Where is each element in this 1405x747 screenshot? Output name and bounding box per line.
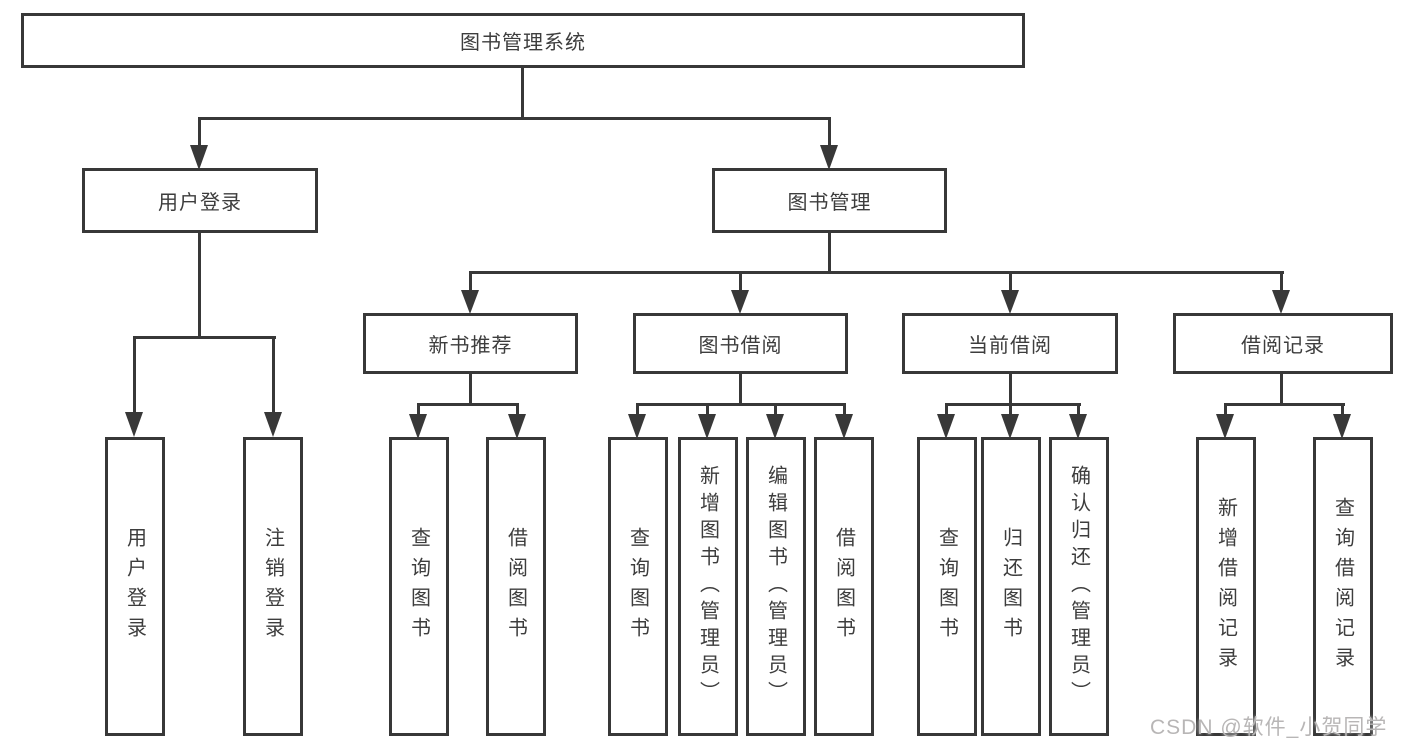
arrow-down-icon (937, 414, 955, 439)
arrow-down-icon (1216, 414, 1234, 439)
arrow-down-icon (820, 145, 838, 170)
node-user-login: 用户登录 (82, 168, 318, 233)
arrow-down-icon (1069, 414, 1087, 439)
node-new-book-recommend: 新书推荐 (363, 313, 578, 374)
arrow-down-icon (1272, 290, 1290, 314)
connector-stem-book-mgmt (828, 117, 831, 150)
connector-borrowrecord-down (1280, 373, 1283, 406)
arrow-down-icon (731, 290, 749, 314)
connector-level2-horizontal (198, 117, 831, 120)
arrow-down-icon (508, 414, 526, 439)
leaf-label: 注销登录 (261, 526, 284, 647)
connector-stem-leaf (636, 403, 639, 416)
node-label: 图书管理系统 (460, 32, 586, 54)
node-book-borrow: 图书借阅 (633, 313, 848, 374)
connector-stem-leaf (133, 336, 136, 414)
connector-stem-bookborrow (739, 271, 742, 293)
leaf-label: 新增借阅记录 (1214, 496, 1237, 677)
connector-stem-user-login (198, 117, 201, 150)
leaf-query-books-current: 查询图书 (917, 437, 977, 736)
leaf-query-books-recommend: 查询图书 (389, 437, 449, 736)
leaf-label: 查询图书 (407, 526, 430, 647)
connector-userlogin-down (198, 233, 201, 339)
leaf-label: 归还图书 (999, 526, 1022, 647)
arrow-down-icon (125, 412, 143, 437)
connector-stem-leaf (706, 403, 709, 416)
arrow-down-icon (1001, 290, 1019, 314)
node-label: 图书管理 (787, 192, 872, 214)
arrow-down-icon (264, 412, 282, 437)
connector-stem-leaf (1224, 403, 1227, 416)
node-label: 借阅记录 (1241, 335, 1325, 357)
leaf-logout: 注销登录 (243, 437, 303, 736)
leaf-label: 借阅图书 (504, 526, 527, 647)
connector-stem-currentborrow (1009, 271, 1012, 293)
leaf-label: 查询图书 (935, 526, 958, 647)
arrow-down-icon (1001, 414, 1019, 439)
leaf-query-borrow-record: 查询借阅记录 (1313, 437, 1373, 736)
leaf-user-login: 用户登录 (105, 437, 165, 736)
leaf-label: 确认归还（管理员） (1067, 465, 1090, 708)
leaf-add-borrow-record: 新增借阅记录 (1196, 437, 1256, 736)
connector-stem-leaf (774, 403, 777, 416)
node-current-borrow: 当前借阅 (902, 313, 1118, 374)
leaf-label: 新增图书（管理员） (696, 465, 719, 708)
connector-userlogin-horizontal (133, 336, 276, 339)
connector-newbook-down (469, 373, 472, 406)
leaf-label: 借阅图书 (832, 526, 855, 647)
arrow-down-icon (698, 414, 716, 439)
connector-bookmgmt-down (828, 233, 831, 274)
csdn-watermark: CSDN @软件_小贺同学 (1150, 716, 1388, 739)
arrow-down-icon (1333, 414, 1351, 439)
connector-stem-borrowrecord (1280, 271, 1283, 293)
connector-stem-leaf (843, 403, 846, 416)
connector-stem-leaf (1009, 403, 1012, 416)
arrow-down-icon (461, 290, 479, 314)
connector-stem-leaf (417, 403, 420, 416)
leaf-query-books-borrow: 查询图书 (608, 437, 668, 736)
leaf-add-books-admin: 新增图书（管理员） (678, 437, 738, 736)
connector-stem-leaf (945, 403, 948, 416)
node-label: 当前借阅 (968, 335, 1052, 357)
arrow-down-icon (409, 414, 427, 439)
connector-root-down (521, 66, 524, 119)
connector-currentborrow-down (1009, 373, 1012, 406)
leaf-borrow-books-recommend: 借阅图书 (486, 437, 546, 736)
arrow-down-icon (766, 414, 784, 439)
leaf-label: 查询借阅记录 (1331, 496, 1354, 677)
connector-newbook-horizontal (417, 403, 519, 406)
connector-stem-newbook (469, 271, 472, 293)
connector-bookborrow-horizontal (636, 403, 846, 406)
node-book-management: 图书管理 (712, 168, 947, 233)
leaf-return-books: 归还图书 (981, 437, 1041, 736)
connector-bookborrow-down (739, 373, 742, 406)
node-library-management-system: 图书管理系统 (21, 13, 1025, 68)
connector-stem-leaf (272, 336, 275, 414)
leaf-label: 用户登录 (123, 526, 146, 647)
leaf-borrow-books: 借阅图书 (814, 437, 874, 736)
arrow-down-icon (835, 414, 853, 439)
connector-level3-horizontal (469, 271, 1284, 274)
connector-stem-leaf (1077, 403, 1080, 416)
arrow-down-icon (628, 414, 646, 439)
node-label: 图书借阅 (698, 335, 783, 357)
connector-currentborrow-horizontal (945, 403, 1081, 406)
arrow-down-icon (190, 145, 208, 170)
node-label: 新书推荐 (428, 335, 513, 357)
connector-stem-leaf (1341, 403, 1344, 416)
connector-stem-leaf (516, 403, 519, 416)
leaf-confirm-return-admin: 确认归还（管理员） (1049, 437, 1109, 736)
connector-borrowrecord-horizontal (1224, 403, 1345, 406)
leaf-label: 编辑图书（管理员） (764, 465, 787, 708)
leaf-label: 查询图书 (626, 526, 649, 647)
leaf-edit-books-admin: 编辑图书（管理员） (746, 437, 806, 736)
node-label: 用户登录 (158, 192, 242, 214)
node-borrow-record: 借阅记录 (1173, 313, 1393, 374)
